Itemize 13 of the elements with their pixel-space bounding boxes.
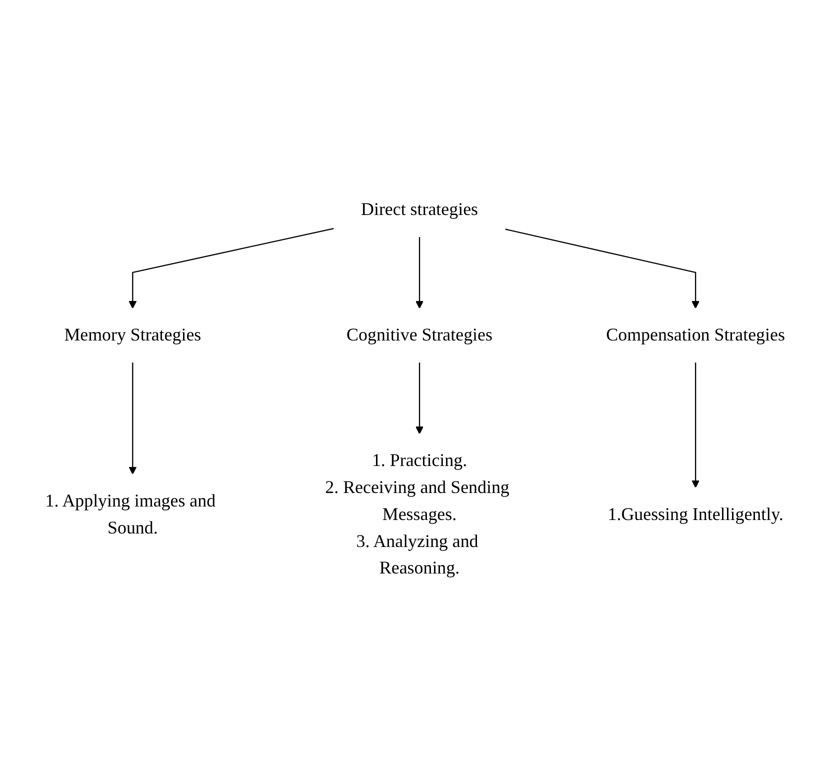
arrow (128, 228, 334, 309)
node-text: Memory Strategies (64, 325, 202, 346)
node-text: 1. Applying images and Sound. (45, 491, 216, 538)
arrow (504, 228, 700, 309)
node-text: Compensation Strategies (606, 325, 785, 346)
node-text: Direct strategies (361, 200, 478, 220)
arrow (416, 362, 424, 434)
arrow (128, 362, 137, 475)
node-text: 1. Practicing. 2. Receiving and Sending Messages. 3. Analyzing and Reasoning. (325, 450, 510, 578)
arrow (692, 362, 700, 488)
arrow (416, 236, 424, 309)
node-text: 1.Guessing Intelligently. (608, 504, 784, 524)
node-text: Cognitive Strategies (346, 325, 492, 346)
